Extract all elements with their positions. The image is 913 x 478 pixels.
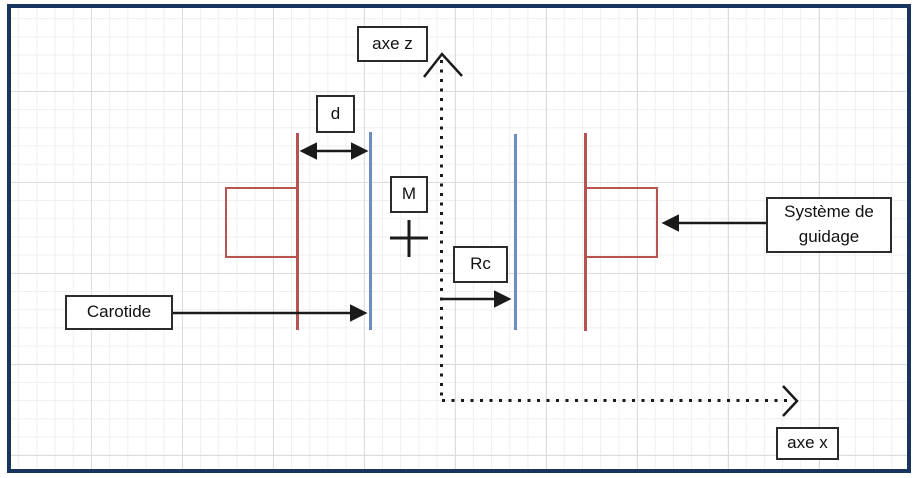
guidage-wall-left bbox=[296, 133, 299, 330]
axis-x-line bbox=[442, 399, 788, 402]
diagram-frame bbox=[7, 4, 911, 473]
label-d: d bbox=[316, 95, 355, 133]
label-systeme-guidage-text: Système de guidage bbox=[784, 202, 874, 246]
label-rc-text: Rc bbox=[470, 254, 491, 274]
point-m-cross-icon bbox=[390, 220, 428, 257]
label-carotide: Carotide bbox=[65, 295, 173, 330]
label-m: M bbox=[390, 176, 428, 213]
label-axe-z: axe z bbox=[357, 26, 428, 62]
label-d-text: d bbox=[330, 103, 341, 123]
label-m-text: M bbox=[401, 184, 417, 204]
label-axe-x-text: axe x bbox=[787, 433, 828, 453]
axis-x-arrowhead-icon bbox=[782, 385, 799, 417]
label-axe-x: axe x bbox=[776, 427, 839, 460]
guidage-bracket-left bbox=[225, 187, 299, 258]
label-axe-z-text: axe z bbox=[372, 33, 413, 53]
axis-z-line bbox=[440, 60, 443, 401]
label-systeme-guidage: Système de guidage bbox=[766, 197, 892, 253]
guidage-bracket-right bbox=[585, 187, 658, 258]
carotide-wall-right bbox=[514, 134, 517, 330]
carotide-wall-left bbox=[369, 132, 372, 330]
label-rc: Rc bbox=[453, 246, 508, 283]
axis-z-arrowhead-icon bbox=[423, 52, 463, 78]
guidage-wall-right bbox=[584, 133, 587, 331]
label-carotide-text: Carotide bbox=[86, 302, 152, 322]
